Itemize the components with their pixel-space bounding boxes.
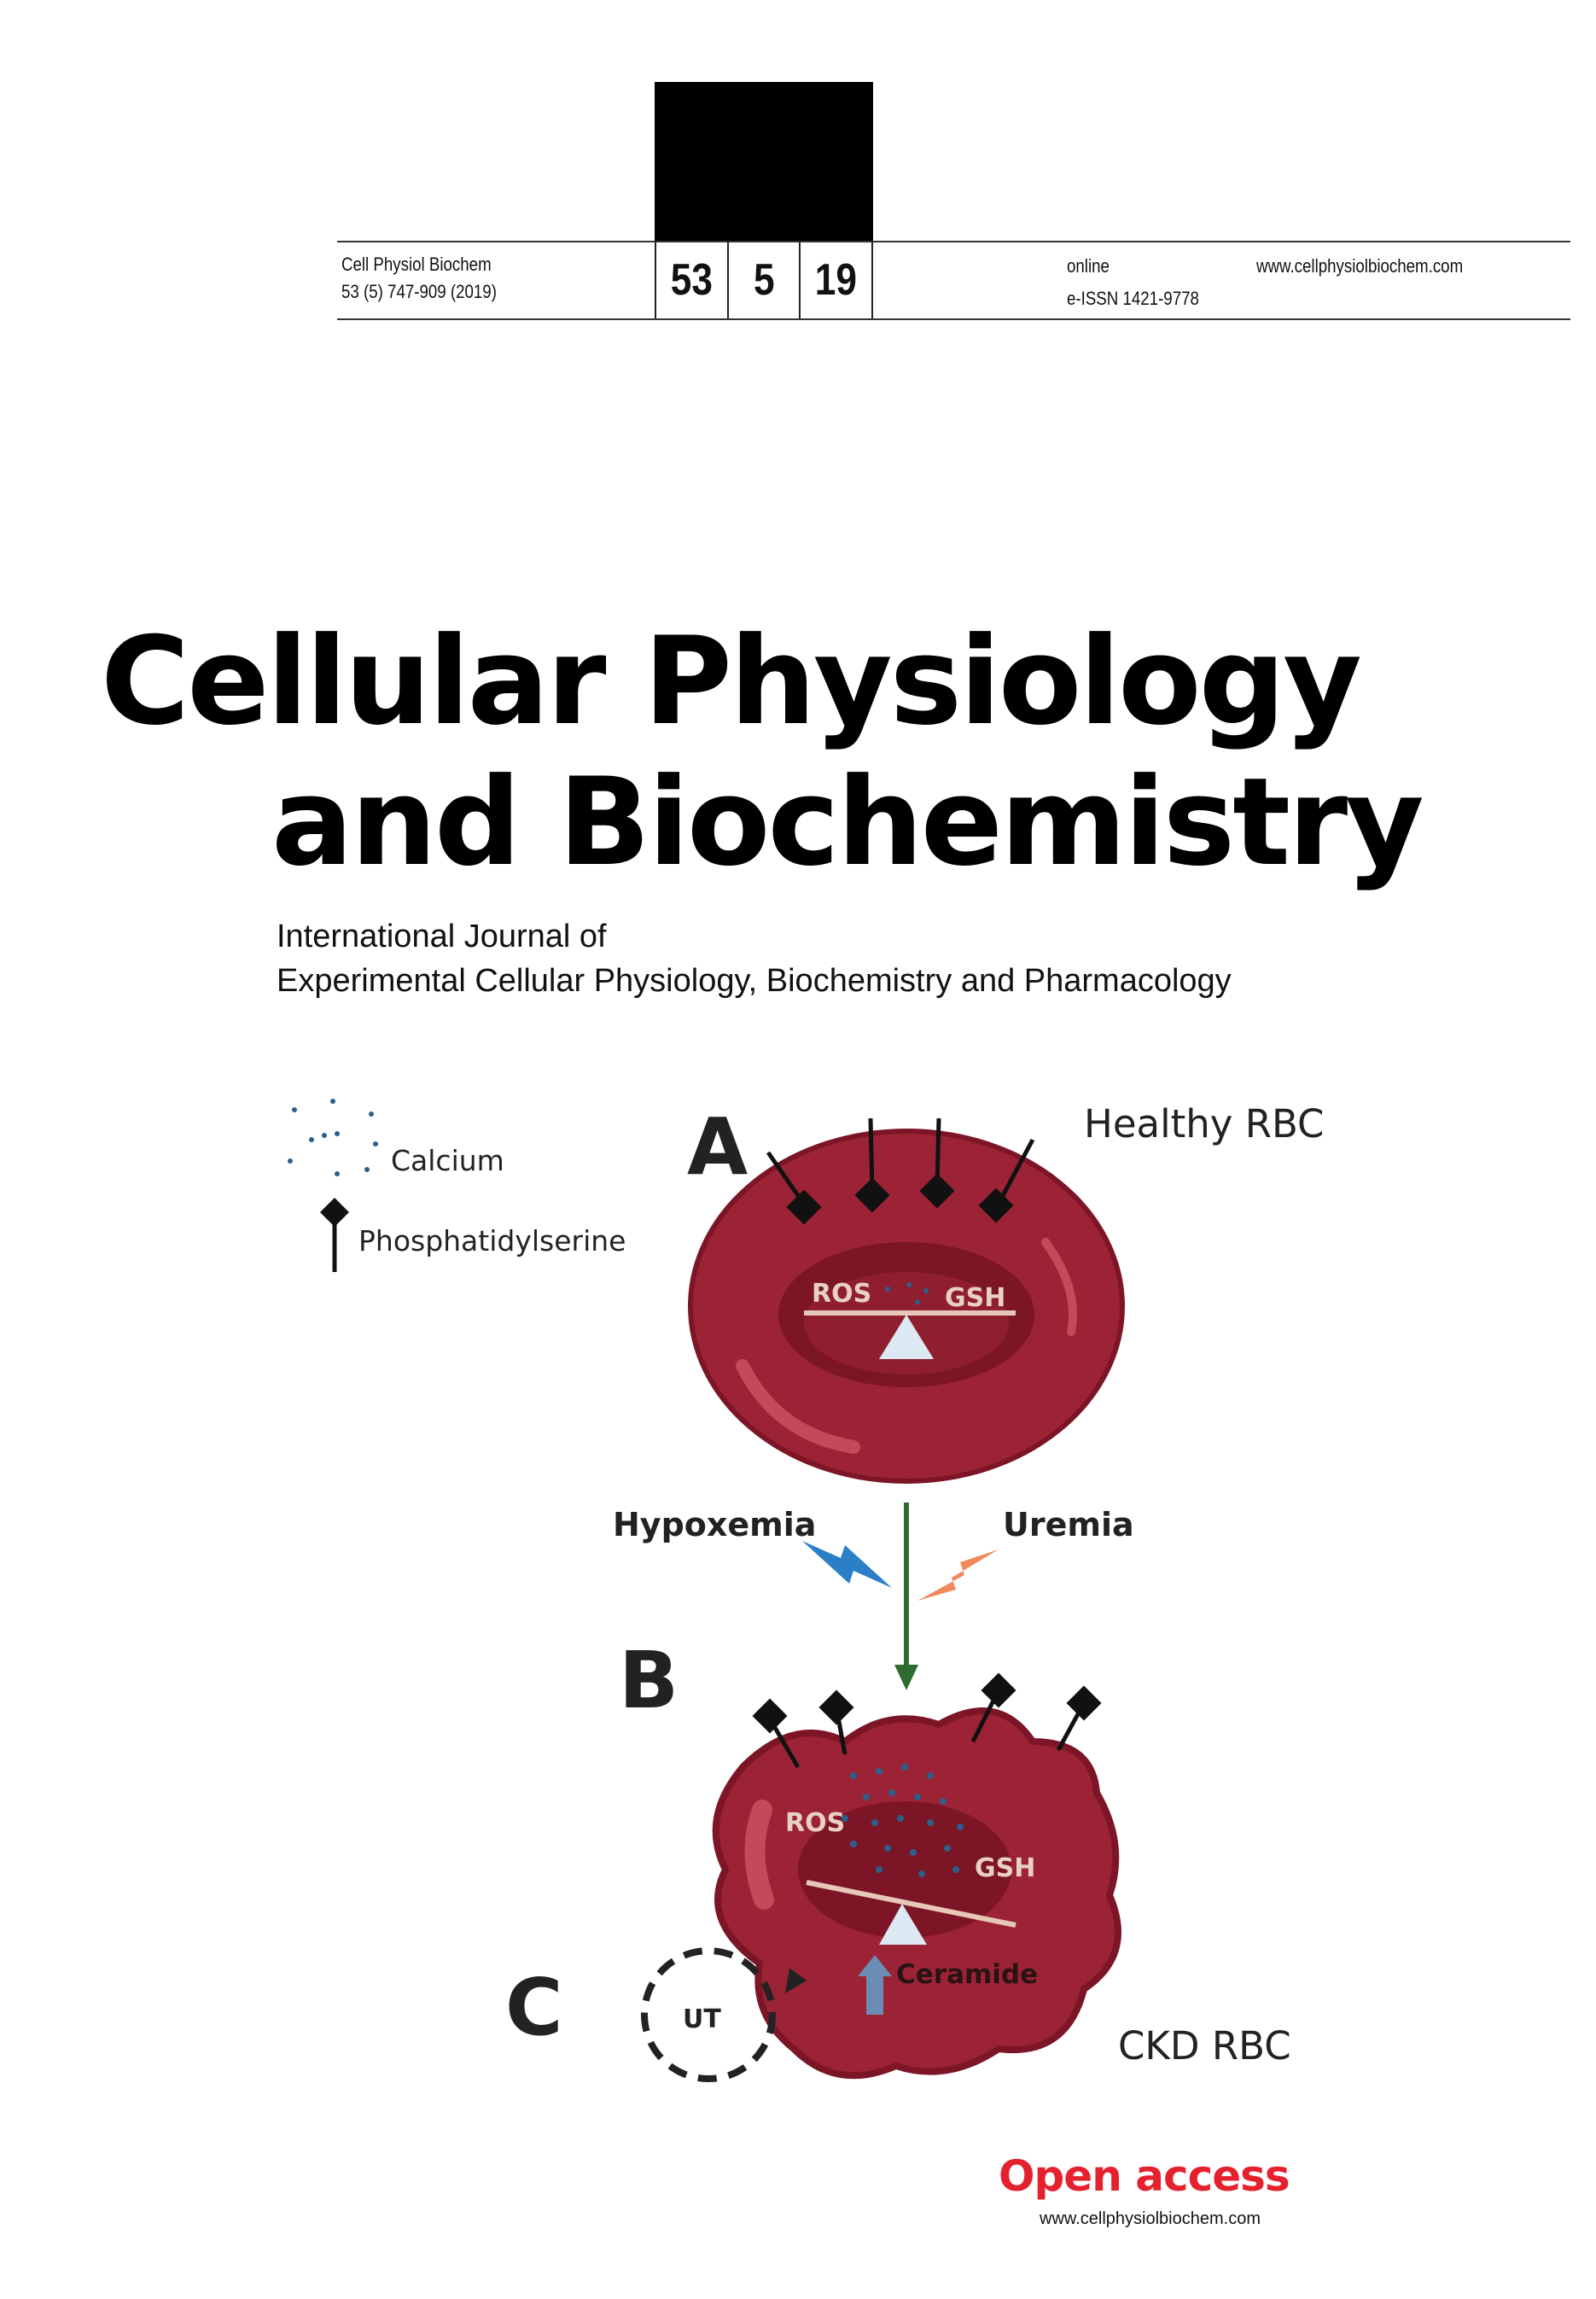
journal-abbrev: Cell Physiol Biochem — [341, 254, 492, 275]
healthy-ros-label: ROS — [812, 1279, 871, 1309]
ceramide-label: Ceramide — [896, 1959, 1038, 1990]
volume-number: 53 — [670, 255, 713, 305]
open-access-logo: Open access — [999, 2151, 1290, 2201]
subtitle-line1: International Journal of — [277, 919, 607, 954]
header-black-block — [655, 82, 873, 242]
subtitle-line2: Experimental Cellular Physiology, Bioche… — [277, 963, 1232, 999]
ckd-rbc — [712, 1672, 1121, 2080]
ckd-rbc-label: CKD RBC — [1118, 2023, 1291, 2069]
footer-website-link[interactable]: www.cellphysiolbiochem.com — [1040, 2209, 1261, 2228]
transition-arrow — [894, 1503, 918, 1690]
ckd-gsh-label: GSH — [975, 1853, 1035, 1883]
year-short: 19 — [815, 255, 858, 305]
journal-title-line2: and Biochemistry — [271, 752, 1424, 893]
panel-b-label: B — [619, 1635, 679, 1726]
header-website-link[interactable]: www.cellphysiolbiochem.com — [1256, 255, 1464, 277]
healthy-rbc-label: Healthy RBC — [1084, 1101, 1325, 1147]
eissn: e-ISSN 1421-9778 — [1067, 288, 1199, 309]
panel-c-label: C — [505, 1962, 563, 2053]
citation: 53 (5) 747-909 (2019) — [341, 281, 497, 302]
issue-divider — [726, 242, 729, 318]
phosphatidylserine-legend-icon — [320, 1198, 349, 1272]
issue-box: 53 5 19 — [655, 242, 873, 318]
issue-divider — [799, 242, 801, 318]
calcium-legend-icon — [288, 1099, 378, 1176]
uremia-label: Uremia — [1003, 1506, 1134, 1543]
issue-number: 5 — [753, 255, 775, 305]
online-label: online — [1067, 255, 1110, 277]
healthy-rbc — [688, 1117, 1125, 1484]
ut-label: UT — [683, 2004, 721, 2034]
ceramide-up-arrow-icon — [858, 1955, 892, 2015]
legend-phosphatidylserine: Phosphatidylserine — [358, 1224, 626, 1257]
cover-figure: ROS GSH ROS GSH Ceramide — [288, 1099, 1125, 2082]
uremia-bolt-icon — [917, 1549, 999, 1601]
hypoxemia-label: Hypoxemia — [613, 1506, 817, 1543]
header-rule-top — [337, 241, 1570, 242]
header-rule-bottom — [337, 318, 1570, 320]
healthy-gsh-label: GSH — [945, 1283, 1005, 1313]
ut-cycle — [641, 1947, 807, 2082]
hypoxemia-bolt-icon — [802, 1541, 892, 1588]
panel-a-label: A — [687, 1101, 748, 1193]
journal-title-line1: Cellular Physiology — [101, 611, 1362, 752]
legend-calcium: Calcium — [391, 1144, 504, 1177]
ckd-ros-label: ROS — [785, 1808, 845, 1838]
